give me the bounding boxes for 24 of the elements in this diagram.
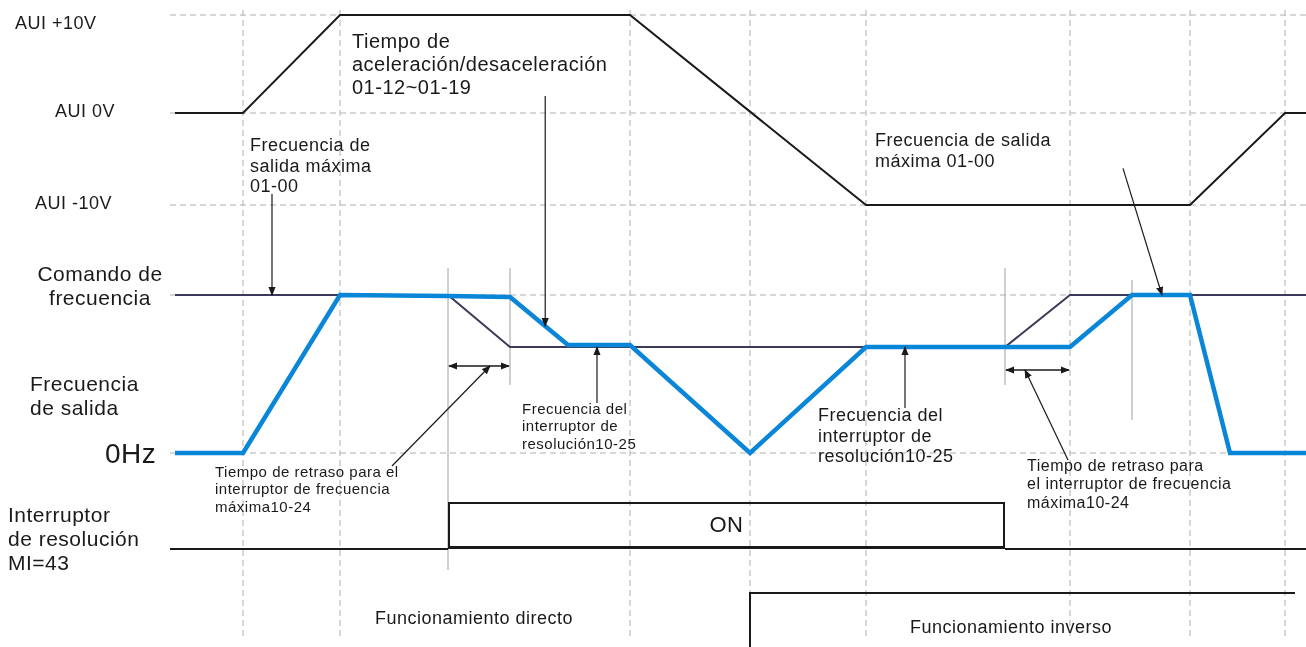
leader-line [1024,369,1069,461]
annotation-text: Frecuencia de salida máxima 01-00 [250,135,425,198]
signal-name: Comando de frecuencia [36,262,164,311]
on-pulse-box: ON [448,502,1005,549]
annotation-text: Frecuencia del interruptor de resolución10-25 [818,405,993,468]
axis-label: AUI -10V [35,193,114,214]
state-label: Funcionamiento directo [375,608,575,629]
state-label: Funcionamiento inverso [910,617,1114,638]
leader-line [541,95,549,328]
signal-name: Interruptor de resolución MI=43 [8,503,141,576]
axis-label: 0Hz [105,438,158,471]
leader-line [593,346,601,404]
axis-label: AUI +10V [15,13,98,34]
signal-name: Frecuencia de salida [30,372,140,421]
leader-line [1122,167,1164,296]
leader-line [391,365,491,467]
annotation-text: Tiempo de aceleración/desaceleración 01-12~01-19 [352,30,682,99]
annotation-text: Tiempo de retraso para el interruptor de frecuencia máxima10-24 [215,463,405,515]
annotation-text: Frecuencia de salida máxima 01-00 [875,130,1125,172]
annotation-text: Frecuencia del interruptor de resolución10-25 [522,400,672,452]
axis-label: AUI 0V [55,101,117,122]
annotation-text: Tiempo de retraso para el interruptor de frecuencia máxima10-24 [1027,457,1297,513]
leader-line [268,193,276,296]
leader-line [901,346,909,409]
